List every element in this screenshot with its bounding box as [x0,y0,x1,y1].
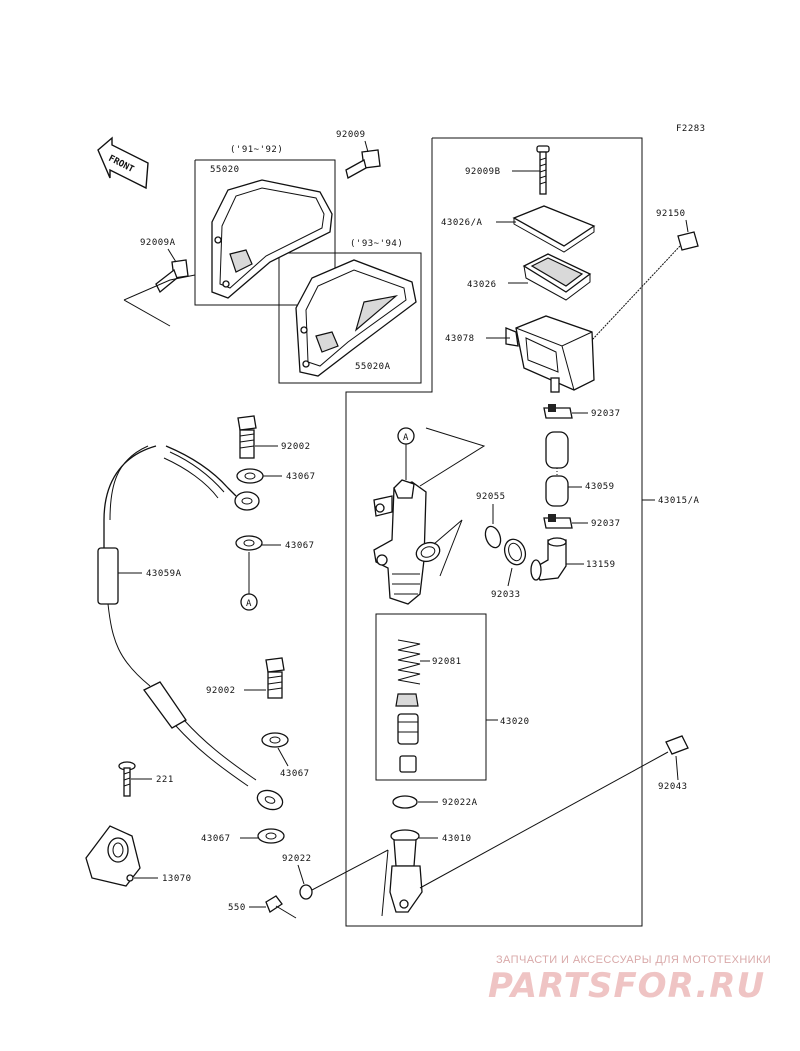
label-55020A: 55020A [355,362,391,372]
hose-clamp-92037-lower [543,514,573,529]
piston-kit-box-43020 [375,613,487,781]
label-13070: 13070 [162,874,192,884]
label-43026: 43026 [467,280,497,290]
label-92043: 92043 [658,782,688,792]
label-43010: 43010 [442,834,472,844]
banjo-bolt-92002-lower [265,657,285,699]
label-55020: 55020 [210,165,240,175]
washer-43067-b [235,535,263,551]
year-range-93-94: ('93~'94) [350,239,403,249]
circlip-92033 [503,538,527,566]
watermark: ЗАПЧАСТИ И АКСЕССУАРЫ ДЛЯ МОТОТЕХНИКИ PA… [488,954,771,1006]
washer-92022 [299,884,313,900]
callout-A-top-text: A [403,433,409,443]
label-43067-c: 43067 [280,769,310,779]
bolt-92009A [155,259,189,294]
label-550: 550 [228,903,246,913]
bolt-92150 [591,231,699,341]
label-43059: 43059 [585,482,615,492]
washer-43067-d [257,828,285,844]
label-43015A: 43015/A [658,496,700,506]
master-cylinder-body [373,479,441,605]
o-ring-92055 [484,525,502,549]
label-221: 221 [156,775,174,785]
label-92081: 92081 [432,657,462,667]
guard-box-93-94 [278,252,422,384]
label-92002-upper: 92002 [281,442,311,452]
label-43059A: 43059A [146,569,182,579]
screw-92009B [536,145,550,195]
heat-guard-55020 [211,179,333,299]
label-43067-d: 43067 [201,834,231,844]
front-direction-arrow: FRONT [97,136,149,190]
bolt-92043 [419,735,689,889]
cotter-pin-550 [265,895,297,919]
hose-clamp-92037-upper [543,404,573,419]
label-92037-lower: 92037 [591,519,621,529]
washer-43067-a [236,468,264,484]
label-92055: 92055 [476,492,506,502]
label-92002-lower: 92002 [206,686,236,696]
brake-hose-43059A [97,445,284,811]
label-92022A: 92022A [442,798,478,808]
label-92009B: 92009B [465,167,501,177]
label-43067-b: 43067 [285,541,315,551]
banjo-bolt-92002-upper [237,415,257,459]
push-rod-43010 [389,829,423,913]
screw-221 [118,761,136,797]
callout-A-left-text: A [246,599,252,609]
assembly-frame-43015A [345,137,643,927]
watermark-tagline: ЗАПЧАСТИ И АКСЕССУАРЫ ДЛЯ МОТОТЕХНИКИ [496,954,771,966]
piston-assembly [395,693,419,773]
label-92009A: 92009A [140,238,176,248]
label-43078: 43078 [445,334,475,344]
bolt-92009 [345,149,381,179]
reservoir-cap-43026A [512,205,596,253]
reservoir-43078 [505,315,595,393]
label-43020: 43020 [500,717,530,727]
washer-43067-c [261,732,289,748]
watermark-brand: PARTSFOR.RU [488,966,765,1006]
label-92033: 92033 [491,590,521,600]
spring-92081 [397,639,421,685]
label-43026A: 43026/A [441,218,483,228]
label-92150: 92150 [656,209,686,219]
elbow-fitting-13159 [530,537,567,581]
hose-holder-13070 [85,825,141,887]
label-92022: 92022 [282,854,312,864]
year-range-91-92: ('91~'92) [230,145,283,155]
label-13159: 13159 [586,560,616,570]
figure-code: F2283 [676,124,706,134]
washer-92022A [392,795,418,809]
label-92037-upper: 92037 [591,409,621,419]
diaphragm-43026 [522,253,592,301]
reservoir-hose-43059 [545,431,569,507]
label-92009: 92009 [336,130,366,140]
label-43067-a: 43067 [286,472,316,482]
callout-A-left [240,593,258,611]
heat-guard-55020A [295,259,417,377]
